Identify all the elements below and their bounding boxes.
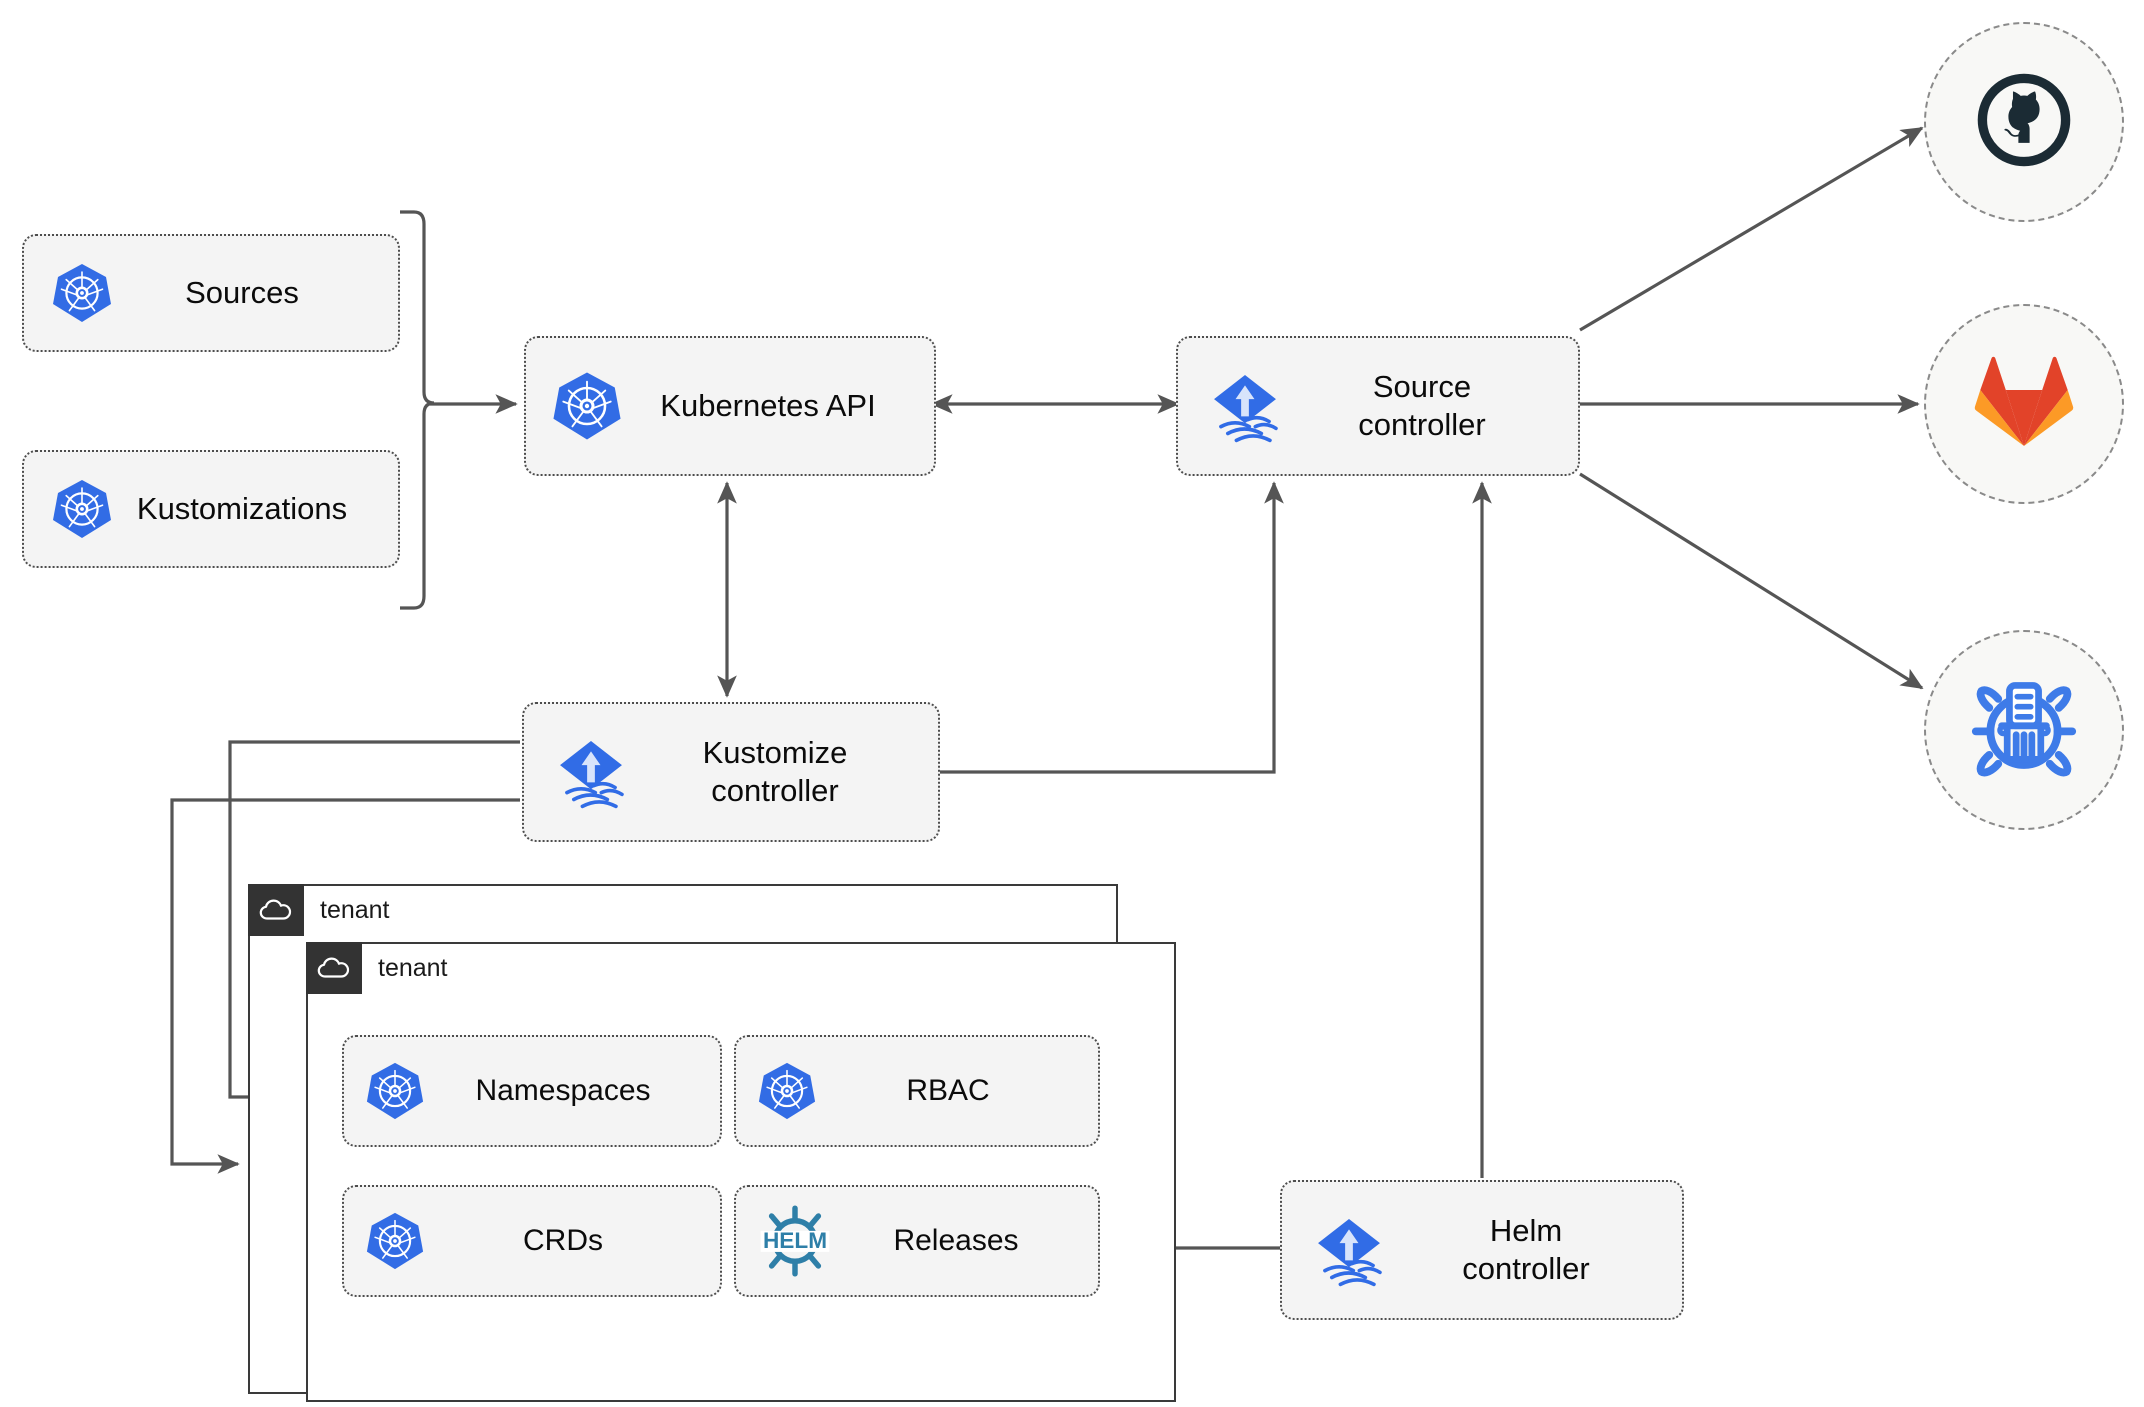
node-github[interactable] (1924, 22, 2124, 222)
node-label: Helm controller (1462, 1213, 1590, 1286)
flux-icon (1202, 363, 1288, 449)
helm-repo-icon (1968, 672, 2080, 789)
edge-resources-bracket (400, 210, 435, 610)
node-crds[interactable]: CRDs (342, 1185, 722, 1297)
node-source-controller[interactable]: Source controller (1176, 336, 1580, 476)
node-label: Sources (185, 275, 299, 311)
helm-icon: HELM (756, 1205, 834, 1277)
cloud-icon (248, 884, 304, 936)
node-label: Source controller (1358, 369, 1486, 442)
kubernetes-icon (364, 1210, 426, 1272)
node-sources[interactable]: Sources (22, 234, 400, 352)
node-label: Kustomize controller (702, 735, 848, 808)
tenant-tab-inner: tenant (306, 942, 448, 994)
node-kustomizations[interactable]: Kustomizations (22, 450, 400, 568)
kubernetes-icon (50, 261, 114, 325)
node-kubernetes-api[interactable]: Kubernetes API (524, 336, 936, 476)
kubernetes-icon (364, 1060, 426, 1122)
node-label: Releases (893, 1223, 1019, 1257)
tenant-window-inner[interactable]: tenant (306, 942, 1176, 1402)
tenant-label-inner: tenant (378, 953, 448, 982)
node-label: Kubernetes API (660, 388, 876, 424)
node-kustomize-controller[interactable]: Kustomize controller (522, 702, 940, 842)
kubernetes-icon (550, 369, 624, 443)
node-label: RBAC (906, 1073, 990, 1107)
node-label: CRDs (523, 1223, 603, 1257)
edge-sourcectl-github (1579, 126, 1924, 332)
cloud-icon (306, 942, 362, 994)
tenant-tab-outer: tenant (248, 884, 390, 936)
node-helm-controller[interactable]: Helm controller (1280, 1180, 1684, 1320)
github-icon (1972, 68, 2076, 177)
node-helm-repositories[interactable] (1924, 630, 2124, 830)
flux-icon (1306, 1207, 1392, 1293)
tenant-label-outer: tenant (320, 895, 390, 924)
svg-text:HELM: HELM (763, 1228, 827, 1253)
node-label: Kustomizations (136, 491, 348, 527)
gitlab-icon (1974, 354, 2074, 455)
edge-sourcectl-helmrepo (1579, 472, 1924, 690)
flux-icon (548, 729, 634, 815)
node-namespaces[interactable]: Namespaces (342, 1035, 722, 1147)
kubernetes-icon (50, 477, 114, 541)
edge-kustomizectl-sourcectl (940, 481, 1284, 774)
node-rbac[interactable]: RBAC (734, 1035, 1100, 1147)
kubernetes-icon (756, 1060, 818, 1122)
node-gitlab[interactable] (1924, 304, 2124, 504)
node-label: Namespaces (475, 1073, 651, 1107)
node-releases[interactable]: HELM Releases (734, 1185, 1100, 1297)
